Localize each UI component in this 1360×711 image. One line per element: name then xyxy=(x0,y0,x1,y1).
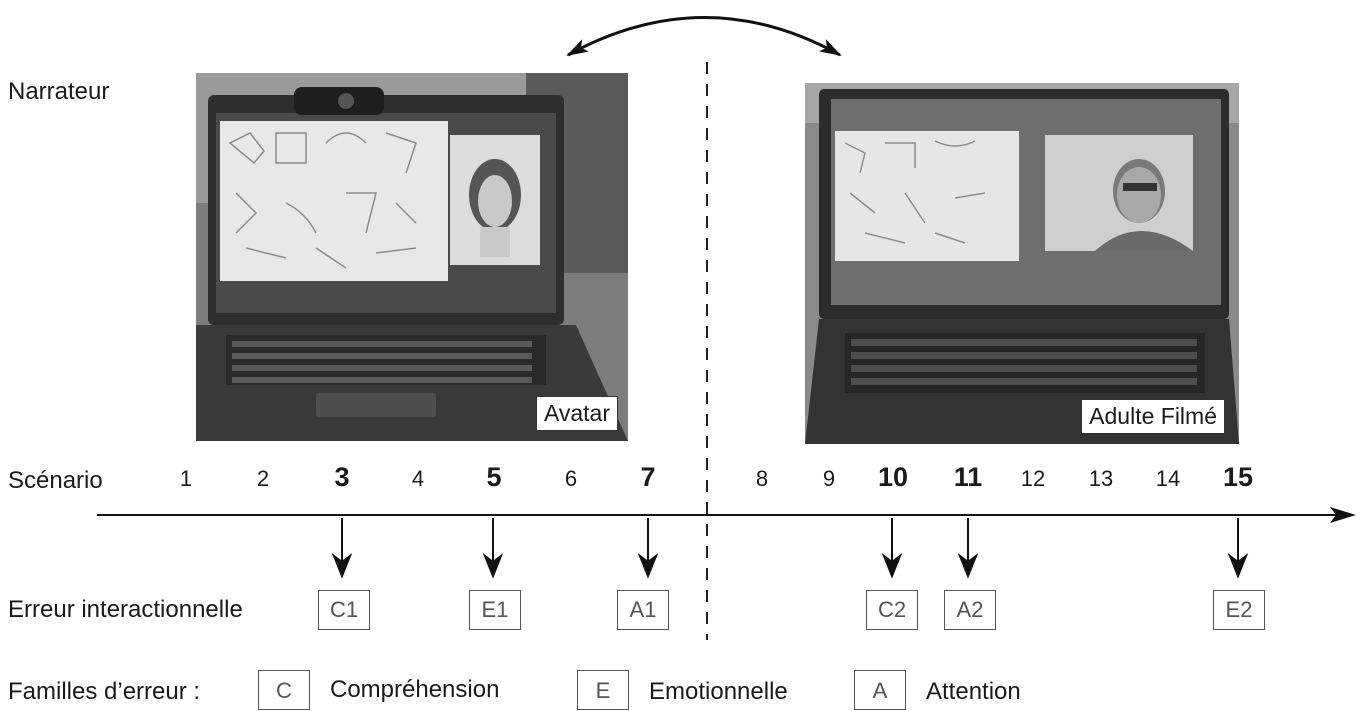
avatar-laptop-photo: Avatar xyxy=(196,73,628,441)
error-box-c1: C1 xyxy=(318,590,370,630)
scenario-number: 9 xyxy=(822,466,836,491)
scenario-number-error: 15 xyxy=(1222,462,1254,492)
error-box-e2: E2 xyxy=(1213,590,1265,630)
legend-box-c: C xyxy=(258,670,310,710)
error-box-e1: E1 xyxy=(469,590,521,630)
scenario-number: 4 xyxy=(411,466,425,491)
legend-box-e: E xyxy=(577,670,629,710)
legend-text-e: Emotionnelle xyxy=(649,678,788,705)
scenario-number: 12 xyxy=(1020,466,1046,491)
scenario-number: 6 xyxy=(564,466,578,491)
scenario-label: Scénario xyxy=(8,467,103,494)
scenario-number: 14 xyxy=(1155,466,1181,491)
scenario-number: 1 xyxy=(179,466,193,491)
scenario-number-error: 7 xyxy=(640,462,656,492)
scenario-number: 13 xyxy=(1088,466,1114,491)
avatar-caption: Avatar xyxy=(535,396,618,431)
narrator-label: Narrateur xyxy=(8,78,110,105)
scenario-number-error: 3 xyxy=(334,462,350,492)
scenario-number: 2 xyxy=(256,466,270,491)
legend-text-c: Compréhension xyxy=(330,676,500,703)
scenario-number-error: 5 xyxy=(486,462,502,492)
legend-label: Familles d’erreur : xyxy=(8,678,201,705)
error-box-a2: A2 xyxy=(944,590,996,630)
scenario-number-error: 10 xyxy=(877,462,909,492)
legend-box-a: A xyxy=(854,670,906,710)
legend-text-a: Attention xyxy=(926,678,1021,705)
scenario-number-error: 11 xyxy=(953,462,983,492)
comparison-arrow xyxy=(566,16,842,57)
scenario-number: 8 xyxy=(755,466,769,491)
error-box-c2: C2 xyxy=(866,590,918,630)
timeline-arrowhead xyxy=(1330,507,1356,523)
error-row-label: Erreur interactionnelle xyxy=(8,596,243,623)
error-box-a1: A1 xyxy=(617,590,669,630)
filmed-adult-caption: Adulte Filmé xyxy=(1081,399,1225,434)
error-arrows xyxy=(331,518,1249,579)
filmed-adult-laptop-photo: Adulte Filmé xyxy=(805,83,1239,444)
